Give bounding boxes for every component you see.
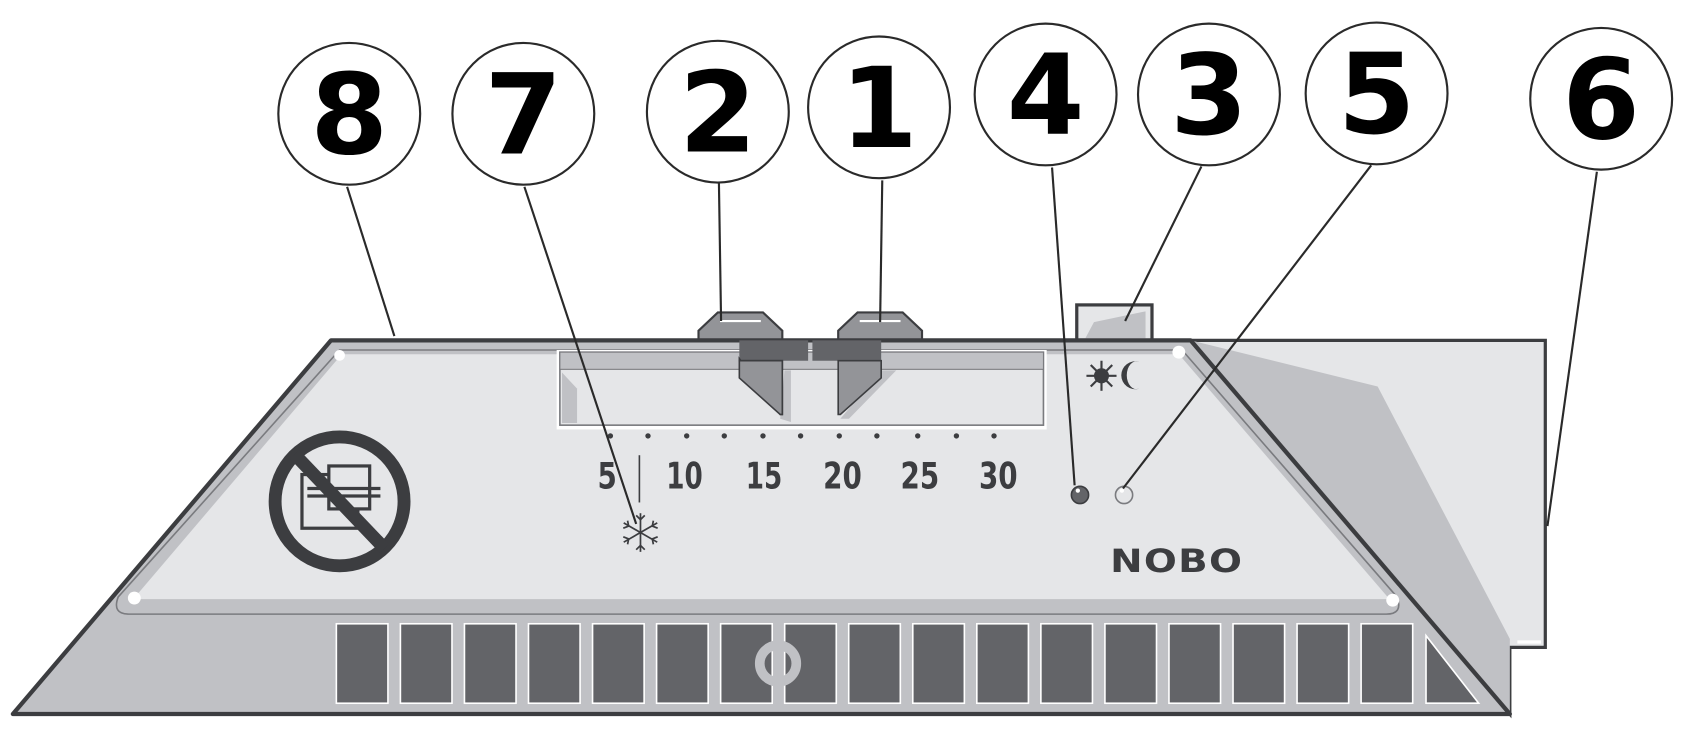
leader-line-6 xyxy=(1546,171,1598,527)
moon-icon xyxy=(1121,361,1140,390)
temperature-slider-track[interactable] xyxy=(556,350,1047,430)
scale-dot xyxy=(915,433,921,439)
callout-5: 5 xyxy=(1304,21,1449,166)
scale-dot xyxy=(874,433,880,439)
vent-slot xyxy=(847,622,902,705)
vent-slot xyxy=(399,622,453,705)
brand-logo: NOBO xyxy=(1110,542,1243,580)
led-indicator-light xyxy=(1114,485,1134,505)
scale-label: 20 xyxy=(823,455,862,498)
vent-slot xyxy=(1232,622,1286,705)
leader-line-2 xyxy=(717,182,723,322)
vent-ring xyxy=(754,640,802,687)
scale-dot xyxy=(991,433,997,439)
sun-icon xyxy=(1086,360,1117,391)
front-panel xyxy=(10,338,1512,717)
svg-text:8: 8 xyxy=(310,51,388,181)
scale-dot xyxy=(683,433,690,439)
svg-text:1: 1 xyxy=(840,44,918,174)
vent-slot xyxy=(655,622,709,705)
temperature-scale: 5 10 15 20 25 30 xyxy=(597,455,1017,498)
snowflake-icon xyxy=(622,513,658,552)
leader-line-1 xyxy=(879,180,884,323)
vent-slot xyxy=(1425,633,1481,705)
screw xyxy=(127,591,141,605)
leader-line-8 xyxy=(346,186,396,337)
scale-label: 10 xyxy=(666,455,703,498)
air-vents xyxy=(335,622,1481,705)
callout-1: 1 xyxy=(807,35,952,180)
scale-label: 25 xyxy=(901,455,940,498)
vent-slot xyxy=(527,622,581,705)
svg-text:6: 6 xyxy=(1562,36,1640,166)
callout-2: 2 xyxy=(645,39,790,184)
screw xyxy=(1386,593,1400,607)
leader-line-7 xyxy=(523,186,638,525)
callout-3: 3 xyxy=(1136,22,1281,167)
scale-dot xyxy=(721,433,727,439)
vent-slot xyxy=(463,622,517,705)
screw xyxy=(334,350,345,361)
vent-slot xyxy=(335,622,389,705)
scale-dot xyxy=(797,433,804,439)
vent-slot xyxy=(1040,622,1094,705)
scale-dot xyxy=(836,433,842,439)
svg-text:4: 4 xyxy=(1007,31,1085,161)
vent-slot xyxy=(1104,622,1158,705)
vent-slot xyxy=(1168,622,1222,705)
led-indicator-dark xyxy=(1070,485,1090,505)
min-temp-slider-handle[interactable] xyxy=(812,340,897,419)
svg-text:2: 2 xyxy=(679,48,757,178)
callout-4: 4 xyxy=(973,22,1118,167)
vent-slot xyxy=(911,622,966,705)
leader-lines xyxy=(346,164,1598,527)
callout-8: 8 xyxy=(277,41,422,186)
scale-dot xyxy=(607,433,614,439)
scale-dot xyxy=(953,433,960,439)
svg-text:3: 3 xyxy=(1170,31,1248,161)
leader-line-5 xyxy=(1122,164,1373,490)
vent-slot xyxy=(591,622,645,705)
scale-dots xyxy=(607,433,997,439)
svg-text:5: 5 xyxy=(1338,30,1416,160)
max-temp-knob-top[interactable] xyxy=(697,311,784,342)
scale-dot xyxy=(760,433,766,439)
max-temp-slider-handle[interactable] xyxy=(738,340,809,422)
vent-slot xyxy=(976,622,1030,705)
vent-slot xyxy=(1296,622,1350,705)
svg-text:7: 7 xyxy=(484,51,562,181)
leader-line-3 xyxy=(1124,165,1203,322)
scale-dot xyxy=(645,433,651,439)
scale-label: 30 xyxy=(979,455,1018,498)
scale-label: 15 xyxy=(746,455,783,498)
day-night-switch[interactable] xyxy=(1075,303,1154,344)
callout-6: 6 xyxy=(1529,26,1674,171)
screw xyxy=(1172,345,1186,359)
vent-slot xyxy=(1360,622,1414,705)
callout-7: 7 xyxy=(451,41,596,186)
scale-label: 5 xyxy=(597,455,616,498)
no-cover-warning-icon xyxy=(268,430,411,573)
leader-line-4 xyxy=(1050,167,1076,486)
